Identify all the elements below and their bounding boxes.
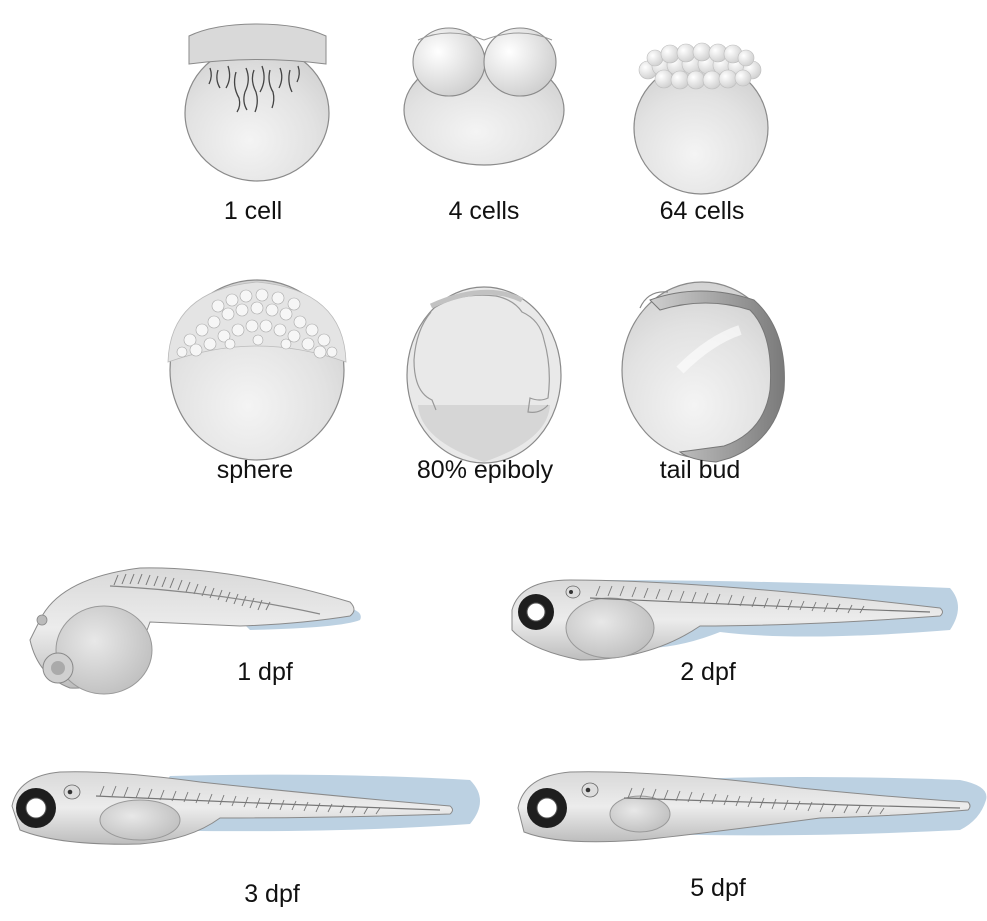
label-3-dpf: 3 dpf [172, 880, 372, 908]
embryo-tail-bud [622, 282, 784, 462]
embryo-sphere [168, 280, 346, 460]
larva-2-dpf [512, 580, 958, 660]
label-tail-bud: tail bud [600, 456, 800, 484]
embryo-4-cells [404, 28, 564, 165]
label-80-epiboly: 80% epiboly [385, 456, 585, 484]
embryo-80-epiboly [407, 287, 561, 463]
label-64-cells: 64 cells [602, 197, 802, 225]
embryo-64-cells [634, 43, 768, 194]
label-1-cell: 1 cell [153, 197, 353, 225]
label-1-dpf: 1 dpf [165, 658, 365, 686]
embryo-1-cell [185, 24, 329, 181]
larva-3-dpf [12, 772, 480, 845]
label-sphere: sphere [155, 456, 355, 484]
label-2-dpf: 2 dpf [608, 658, 808, 686]
label-5-dpf: 5 dpf [618, 874, 818, 902]
label-4-cells: 4 cells [384, 197, 584, 225]
larva-5-dpf [518, 772, 986, 842]
